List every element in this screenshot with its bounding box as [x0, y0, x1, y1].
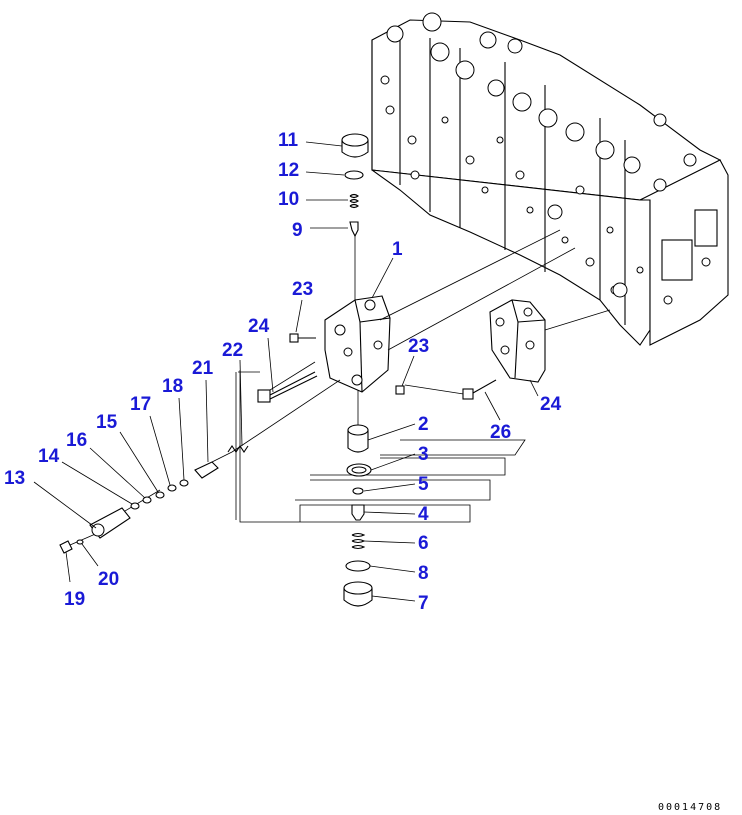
callout-22: 22 — [222, 340, 243, 361]
callout-15: 15 — [96, 412, 118, 433]
cover-part-25 — [489, 299, 546, 383]
callout-18: 18 — [162, 376, 183, 397]
callout-24: 24 — [248, 316, 270, 337]
callout-2: 2 — [418, 414, 429, 435]
callout-14: 14 — [38, 446, 60, 467]
assembly-guide-lines — [69, 229, 611, 546]
callout-5: 5 — [418, 474, 429, 495]
callout-9: 9 — [292, 220, 303, 241]
callout-20: 20 — [98, 569, 119, 590]
callout-23a: 23 — [292, 279, 313, 300]
leader-lines — [33, 141, 539, 602]
callout-25: 24 — [540, 394, 562, 415]
callout-19: 19 — [64, 589, 85, 610]
callout-3: 3 — [418, 444, 429, 465]
callout-26: 26 — [490, 422, 511, 443]
callout-10: 10 — [278, 189, 299, 210]
small-parts — [59, 133, 497, 607]
callout-4: 4 — [418, 504, 429, 525]
callout-8: 8 — [418, 563, 429, 584]
callout-13: 13 — [4, 468, 25, 489]
callout-1: 1 — [392, 239, 403, 260]
assembly-outline — [235, 370, 526, 523]
callout-23b: 23 — [408, 336, 429, 357]
callout-labels: 11 12 10 9 1 23 24 22 23 21 18 24 17 15 … — [4, 130, 562, 614]
callout-21: 21 — [192, 358, 214, 379]
callout-12: 12 — [278, 160, 299, 181]
callout-11: 11 — [278, 130, 299, 151]
valve-block-part-1 — [324, 295, 391, 393]
callout-16: 16 — [66, 430, 87, 451]
callout-6: 6 — [418, 533, 429, 554]
callout-7: 7 — [418, 593, 429, 614]
callout-17: 17 — [130, 394, 151, 415]
figure-number: 00014708 — [658, 802, 722, 813]
control-valve-body — [371, 12, 729, 346]
